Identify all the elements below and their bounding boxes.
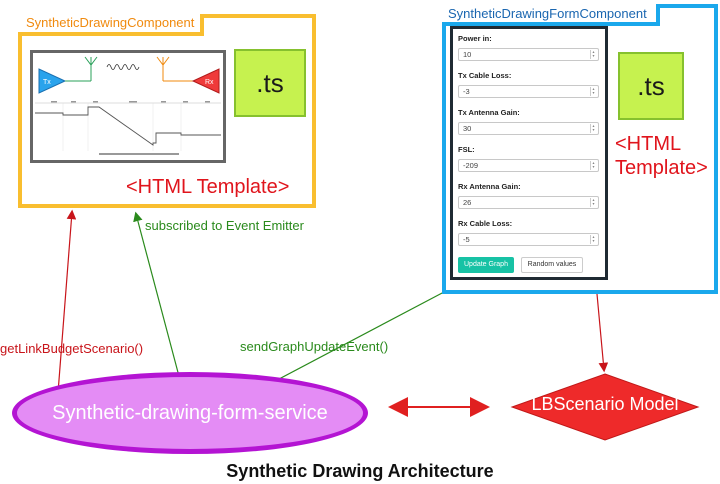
right-html-template-line1: <HTML xyxy=(615,133,682,155)
tx-triangle xyxy=(38,68,67,94)
tx-cable-loss-value: -3 xyxy=(463,87,470,96)
fsl-input[interactable]: -209 ▴▾ xyxy=(458,159,599,172)
tx-antenna-gain-label: Tx Antenna Gain: xyxy=(458,108,520,117)
tx-antenna-icon xyxy=(84,56,98,81)
left-ts-box: .ts xyxy=(234,49,306,117)
left-html-template-label: <HTML Template> xyxy=(126,176,290,198)
tx-label: Tx xyxy=(43,79,51,86)
diagram-title: Synthetic Drawing Architecture xyxy=(226,461,494,481)
right-html-template-label: <HTML Template> xyxy=(615,132,708,180)
synthetic-drawing-form-service: Synthetic-drawing-form-service xyxy=(12,372,368,454)
fsl-value: -209 xyxy=(463,161,479,170)
right-component-title: SyntheticDrawingFormComponent xyxy=(448,6,647,21)
arrow-get-scenario xyxy=(57,209,77,394)
right-component-tab xyxy=(442,4,660,26)
send-event-edge-label: sendGraphUpdateEvent() xyxy=(240,339,389,354)
rx-antenna-icon xyxy=(156,56,170,81)
link-budget-line xyxy=(35,106,221,146)
fsl-label: FSL: xyxy=(458,145,475,154)
subscribed-edge-label: subscribed to Event Emitter xyxy=(145,218,304,233)
tx-antenna-gain-value: 30 xyxy=(463,124,472,133)
left-component-tab xyxy=(18,14,204,36)
power-in-stepper[interactable]: ▴▾ xyxy=(590,50,596,59)
right-html-template-line2: Template> xyxy=(615,157,708,179)
tx-cable-loss-stepper[interactable]: ▴▾ xyxy=(590,87,596,96)
tx-cable-loss-label: Tx Cable Loss: xyxy=(458,71,512,80)
fsl-stepper[interactable]: ▴▾ xyxy=(590,161,596,170)
signal-wave xyxy=(106,64,140,70)
tx-antenna-gain-input[interactable]: 30 ▴▾ xyxy=(458,122,599,135)
tx-antenna-gain-stepper[interactable]: ▴▾ xyxy=(590,124,596,133)
left-ts-label: .ts xyxy=(256,67,284,98)
graph-tick-marks xyxy=(51,101,210,103)
arrow-subscribed xyxy=(133,211,181,381)
service-label: Synthetic-drawing-form-service xyxy=(52,401,328,424)
left-component-title: SyntheticDrawingComponent xyxy=(26,15,195,30)
lbscenario-model-label: LBScenario Model xyxy=(531,394,679,414)
rx-label: Rx xyxy=(205,79,214,86)
rx-triangle xyxy=(191,68,220,94)
rx-cable-loss-value: -5 xyxy=(463,235,470,244)
graph-preview: Tx Rx xyxy=(30,50,226,163)
arrow-send-event xyxy=(259,291,445,390)
graph-gridlines xyxy=(62,103,182,151)
power-in-label: Power in: xyxy=(458,34,492,43)
rx-antenna-gain-stepper[interactable]: ▴▾ xyxy=(590,198,596,207)
link-budget-form: Power in: 10 ▴▾ Tx Cable Loss: -3 ▴▾ Tx An… xyxy=(450,26,608,280)
right-ts-label: .ts xyxy=(637,70,665,101)
graph-preview-drawing: Tx Rx xyxy=(35,56,221,155)
lbscenario-model-diamond xyxy=(510,373,700,441)
tx-cable-loss-input[interactable]: -3 ▴▾ xyxy=(458,85,599,98)
rx-antenna-gain-value: 26 xyxy=(463,198,472,207)
power-in-value: 10 xyxy=(463,50,472,59)
get-scenario-edge-label: getLinkBudgetScenario() xyxy=(0,341,144,356)
right-ts-box: .ts xyxy=(618,52,684,120)
arrow-to-model xyxy=(596,293,609,373)
rx-antenna-gain-input[interactable]: 26 ▴▾ xyxy=(458,196,599,209)
rx-cable-loss-label: Rx Cable Loss: xyxy=(458,219,513,228)
rx-cable-loss-stepper[interactable]: ▴▾ xyxy=(590,235,596,244)
random-values-button[interactable]: Random values xyxy=(521,257,583,273)
power-in-input[interactable]: 10 ▴▾ xyxy=(458,48,599,61)
rx-antenna-gain-label: Rx Antenna Gain: xyxy=(458,182,521,191)
rx-cable-loss-input[interactable]: -5 ▴▾ xyxy=(458,233,599,246)
update-graph-button[interactable]: Update Graph xyxy=(458,257,514,273)
graph-caption-placeholder xyxy=(99,153,179,155)
